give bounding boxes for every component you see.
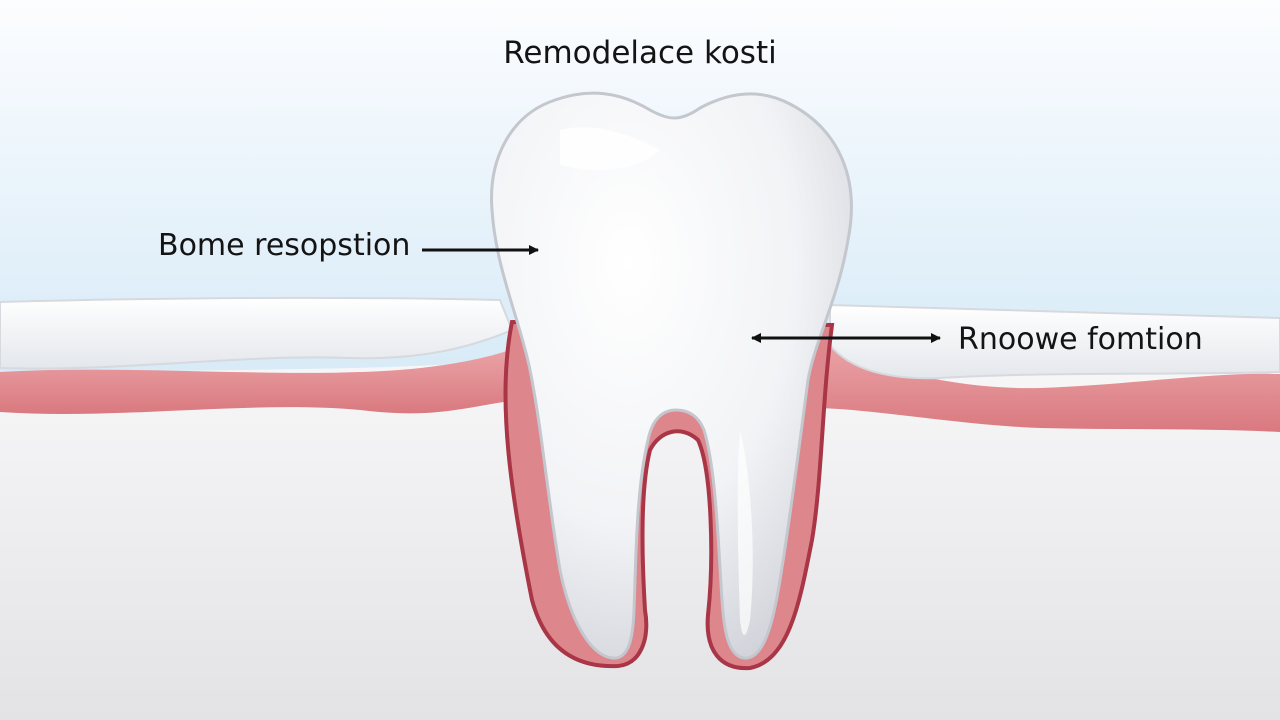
tooth-highlight (560, 127, 660, 170)
bone-ledge-left (0, 296, 514, 370)
label-bone-formation: Rnoowe fomtion (958, 322, 1203, 357)
tooth (490, 91, 853, 660)
label-bone-resorption: Bome resopstion (158, 228, 411, 263)
gum-band-left (0, 350, 520, 414)
diagram-title: Remodelace kosti (503, 35, 777, 71)
gum-band-right (820, 345, 1280, 432)
bone-ledge-right (829, 303, 1280, 380)
tooth-root-highlight (737, 430, 753, 635)
